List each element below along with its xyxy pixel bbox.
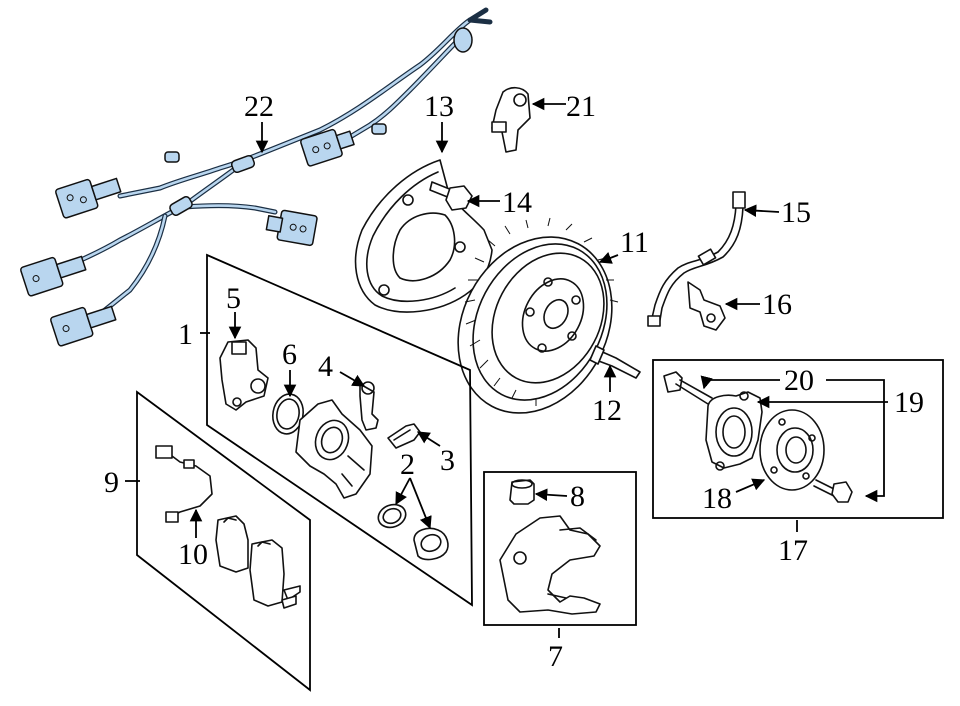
callout-14: 14 <box>502 186 532 219</box>
callout-10: 10 <box>178 538 208 571</box>
abs-sensor-part <box>491 86 531 153</box>
callout-11: 11 <box>620 226 649 259</box>
callout-2: 2 <box>400 448 415 481</box>
callout-1: 1 <box>178 318 193 351</box>
callout-16: 16 <box>762 288 792 321</box>
callout-18: 18 <box>702 482 732 515</box>
brake-hose-part <box>647 191 746 327</box>
callout-3: 3 <box>440 444 455 477</box>
wiring-harness <box>20 7 493 347</box>
callout-22: 22 <box>244 90 274 123</box>
hub-box <box>652 359 944 519</box>
callout-4: 4 <box>318 350 333 383</box>
pads-panel <box>136 390 311 692</box>
callout-17: 17 <box>778 534 808 567</box>
callout-13: 13 <box>424 90 454 123</box>
leader-lines <box>125 97 888 638</box>
callout-5: 5 <box>226 282 241 315</box>
callout-9: 9 <box>104 466 119 499</box>
caliper-panel <box>206 253 473 607</box>
screw-part-12 <box>589 345 641 379</box>
callout-labels: 22 13 21 14 15 11 16 12 1 5 6 4 3 2 8 7 … <box>104 90 924 673</box>
splash-shield-part <box>354 159 493 313</box>
callout-6: 6 <box>282 338 297 371</box>
bolt-part-14 <box>429 181 473 211</box>
brake-rotor-part <box>457 217 619 414</box>
callout-21: 21 <box>566 90 596 123</box>
callout-7: 7 <box>548 640 563 673</box>
carrier-box <box>483 471 637 626</box>
callout-20: 20 <box>784 364 814 397</box>
callout-8: 8 <box>570 480 585 513</box>
bracket-part-16 <box>687 281 726 331</box>
callout-19: 19 <box>894 386 924 419</box>
callout-15: 15 <box>781 196 811 229</box>
callout-12: 12 <box>592 394 622 427</box>
